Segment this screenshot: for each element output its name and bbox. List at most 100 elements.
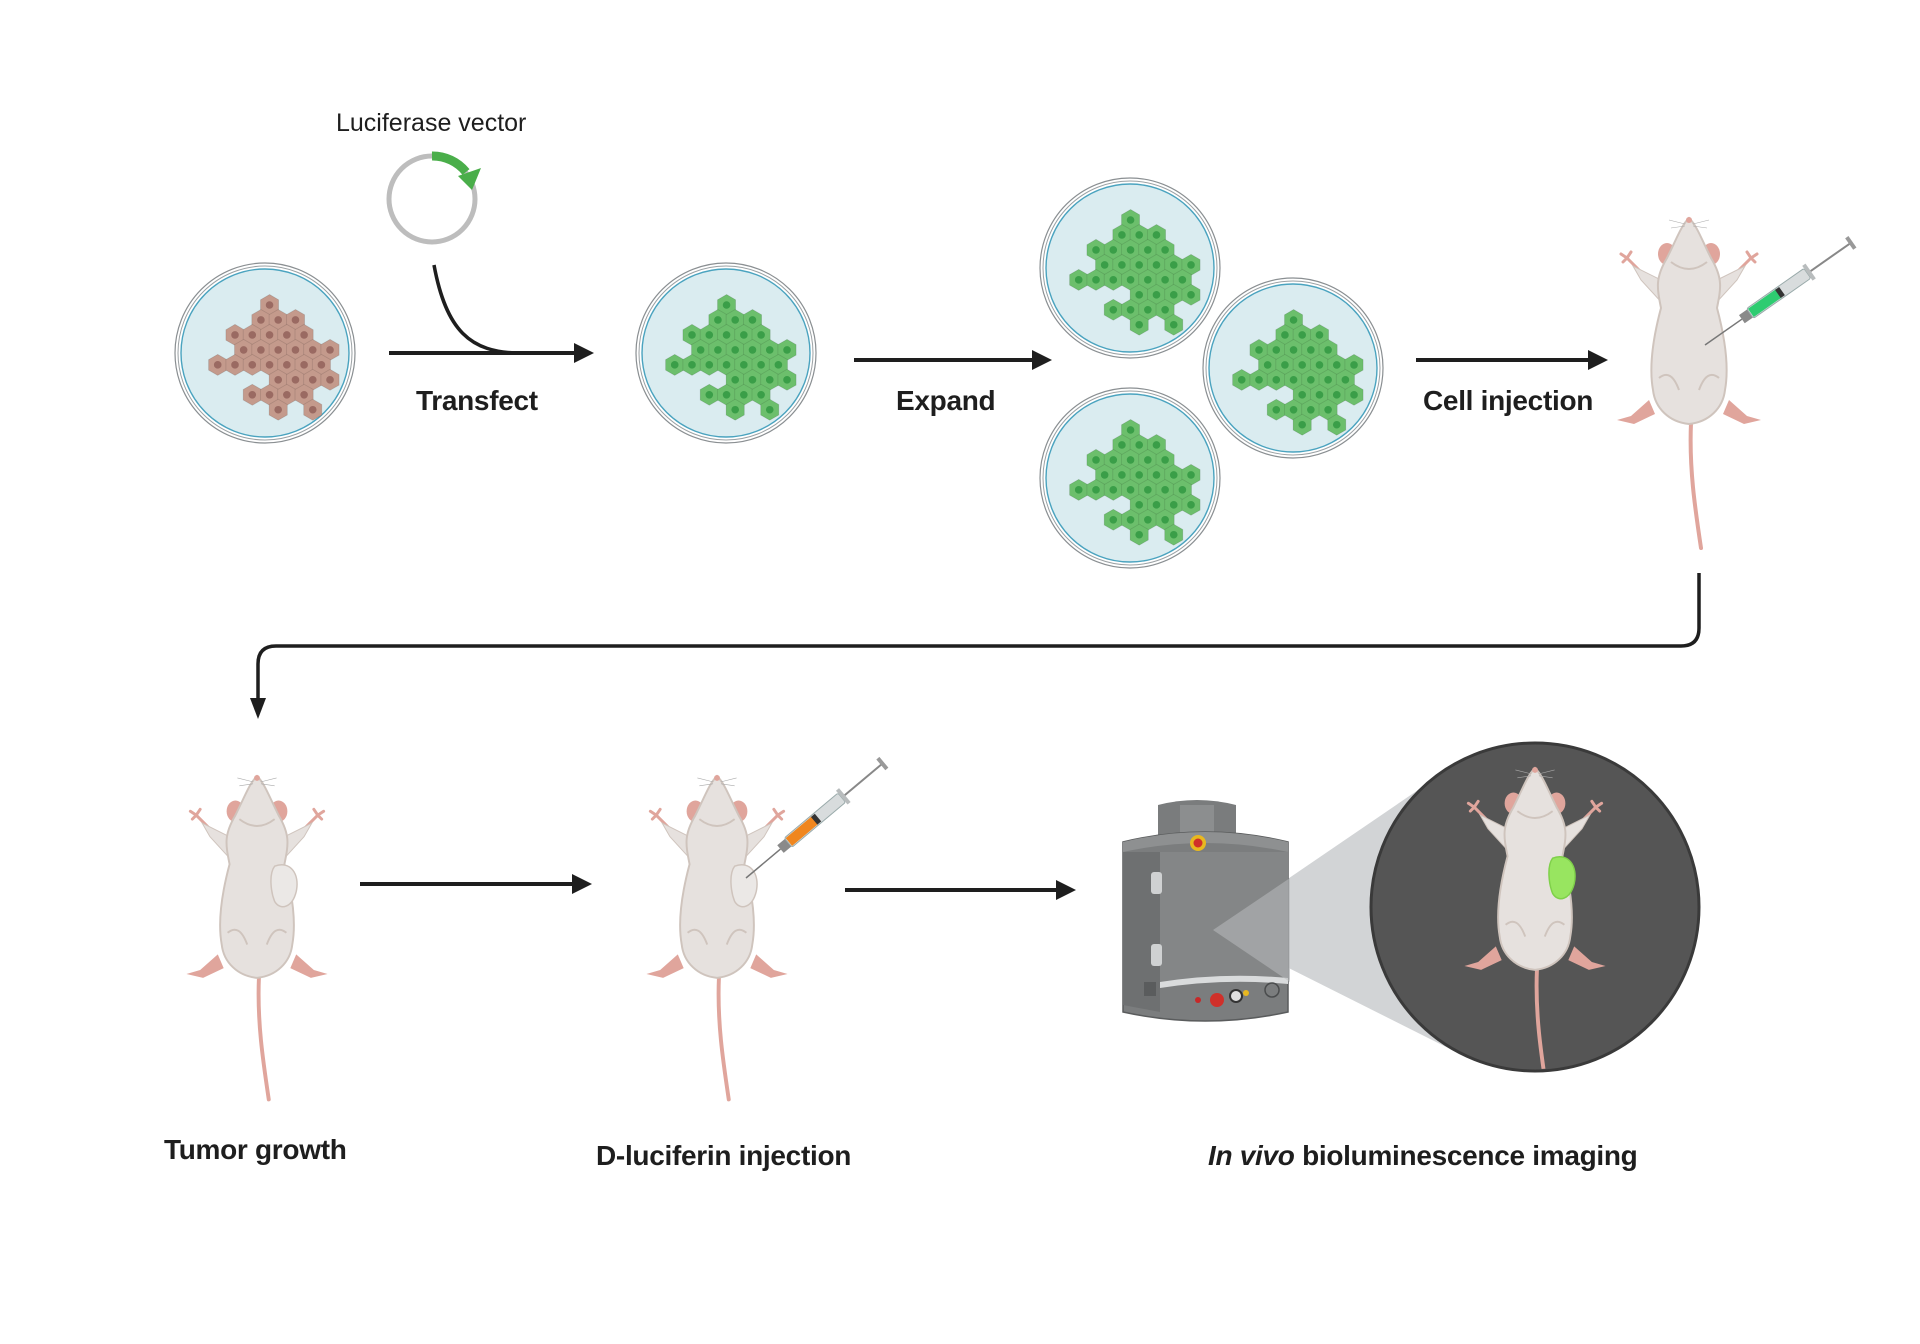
cell <box>1147 253 1166 276</box>
mouse-cell-injection <box>1617 216 1761 550</box>
petri-dish-expanded-3 <box>1039 387 1221 569</box>
petri-dish-expanded-1 <box>1039 177 1221 359</box>
petri-dish-transfected <box>635 262 817 444</box>
in-vivo-italic: In vivo <box>1208 1140 1295 1171</box>
cell <box>1086 478 1106 501</box>
arrow-expand <box>854 350 1052 370</box>
tumor <box>270 864 298 908</box>
mouse-imaging-bioluminescent <box>1464 766 1606 1069</box>
cell-injection-label: Cell injection <box>1423 385 1594 416</box>
cell <box>1129 313 1149 336</box>
cell <box>725 368 745 391</box>
cell <box>1121 268 1140 291</box>
cell <box>768 353 788 376</box>
cell <box>708 338 728 361</box>
cell <box>1164 523 1184 546</box>
cell <box>751 383 771 406</box>
cell <box>1086 238 1106 261</box>
cell <box>303 398 323 421</box>
cell <box>1344 383 1364 406</box>
syringe-icon-orange <box>745 756 889 879</box>
tumor <box>1548 856 1576 900</box>
cell <box>1181 493 1201 516</box>
cell <box>1129 523 1149 546</box>
cell <box>320 368 340 391</box>
expand-label: Expand <box>896 385 996 416</box>
cell <box>691 338 711 361</box>
cell <box>1181 283 1201 306</box>
cell <box>242 383 262 406</box>
cell <box>1232 368 1252 391</box>
cell <box>1292 383 1312 406</box>
arrow-cell-injection <box>1416 350 1608 370</box>
cell <box>1164 313 1184 336</box>
cell <box>1095 463 1115 486</box>
cell <box>1318 338 1338 361</box>
cell <box>1121 419 1140 441</box>
arrow-to-imaging <box>845 880 1076 900</box>
petri-dish-expanded-2 <box>1202 277 1384 459</box>
cell <box>1292 413 1312 436</box>
cell <box>1138 298 1158 321</box>
tumor <box>730 864 758 908</box>
cell <box>1155 268 1175 291</box>
light-cone-overlay <box>1213 878 1290 982</box>
bioluminescence-view <box>1369 741 1701 1073</box>
cell <box>1103 298 1123 321</box>
plasmid-icon <box>386 151 481 245</box>
cell <box>1292 353 1312 376</box>
cell <box>1129 434 1149 456</box>
cell <box>1327 413 1347 436</box>
cell <box>208 353 228 376</box>
cell <box>734 353 754 376</box>
cell <box>1103 238 1123 261</box>
cell <box>760 398 780 421</box>
cell <box>268 338 288 361</box>
cell <box>699 353 719 376</box>
cell <box>225 353 245 376</box>
cell <box>1155 448 1175 471</box>
cell <box>1103 508 1123 531</box>
cell <box>260 323 280 346</box>
mouse-d-luciferin <box>646 774 788 1102</box>
cell <box>682 323 702 346</box>
cell <box>717 383 736 406</box>
tumor-growth-label: Tumor growth <box>164 1134 347 1165</box>
cell <box>1069 268 1089 291</box>
cell <box>1103 478 1123 501</box>
petri-dish-parental <box>174 262 356 444</box>
luciferase-vector-label: Luciferase vector <box>336 109 527 137</box>
cell <box>260 294 280 316</box>
cell <box>251 338 271 361</box>
cell <box>1164 463 1184 486</box>
cell <box>294 323 314 346</box>
cell <box>1103 268 1123 291</box>
cell <box>777 368 797 391</box>
d-luciferin-injection-label: D-luciferin injection <box>596 1140 852 1171</box>
cell <box>1121 209 1140 231</box>
cell <box>277 323 297 346</box>
syringe-icon-green <box>1704 236 1857 346</box>
row-connector-arrow <box>256 573 1701 700</box>
mouse-tumor-growth <box>186 774 328 1102</box>
row-connector-arrowhead <box>250 698 266 719</box>
in-vivo-imaging-label: In vivo bioluminescence imaging <box>1208 1140 1638 1172</box>
cell <box>1344 353 1364 376</box>
imager-icon <box>1122 800 1289 1022</box>
cell <box>1155 508 1175 531</box>
transfect-merge-curve <box>432 264 521 355</box>
cell <box>1155 478 1175 501</box>
arrow-to-luciferin <box>360 874 592 894</box>
cell <box>303 338 323 361</box>
imaging-rest: bioluminescence imaging <box>1294 1140 1638 1171</box>
cell <box>1249 368 1269 391</box>
cell <box>1181 463 1201 486</box>
cell <box>311 353 331 376</box>
cell <box>1164 253 1184 276</box>
cell <box>268 398 288 421</box>
cell <box>1318 368 1338 391</box>
cell <box>682 353 702 376</box>
transfect-label: Transfect <box>416 385 538 416</box>
cell <box>725 398 745 421</box>
